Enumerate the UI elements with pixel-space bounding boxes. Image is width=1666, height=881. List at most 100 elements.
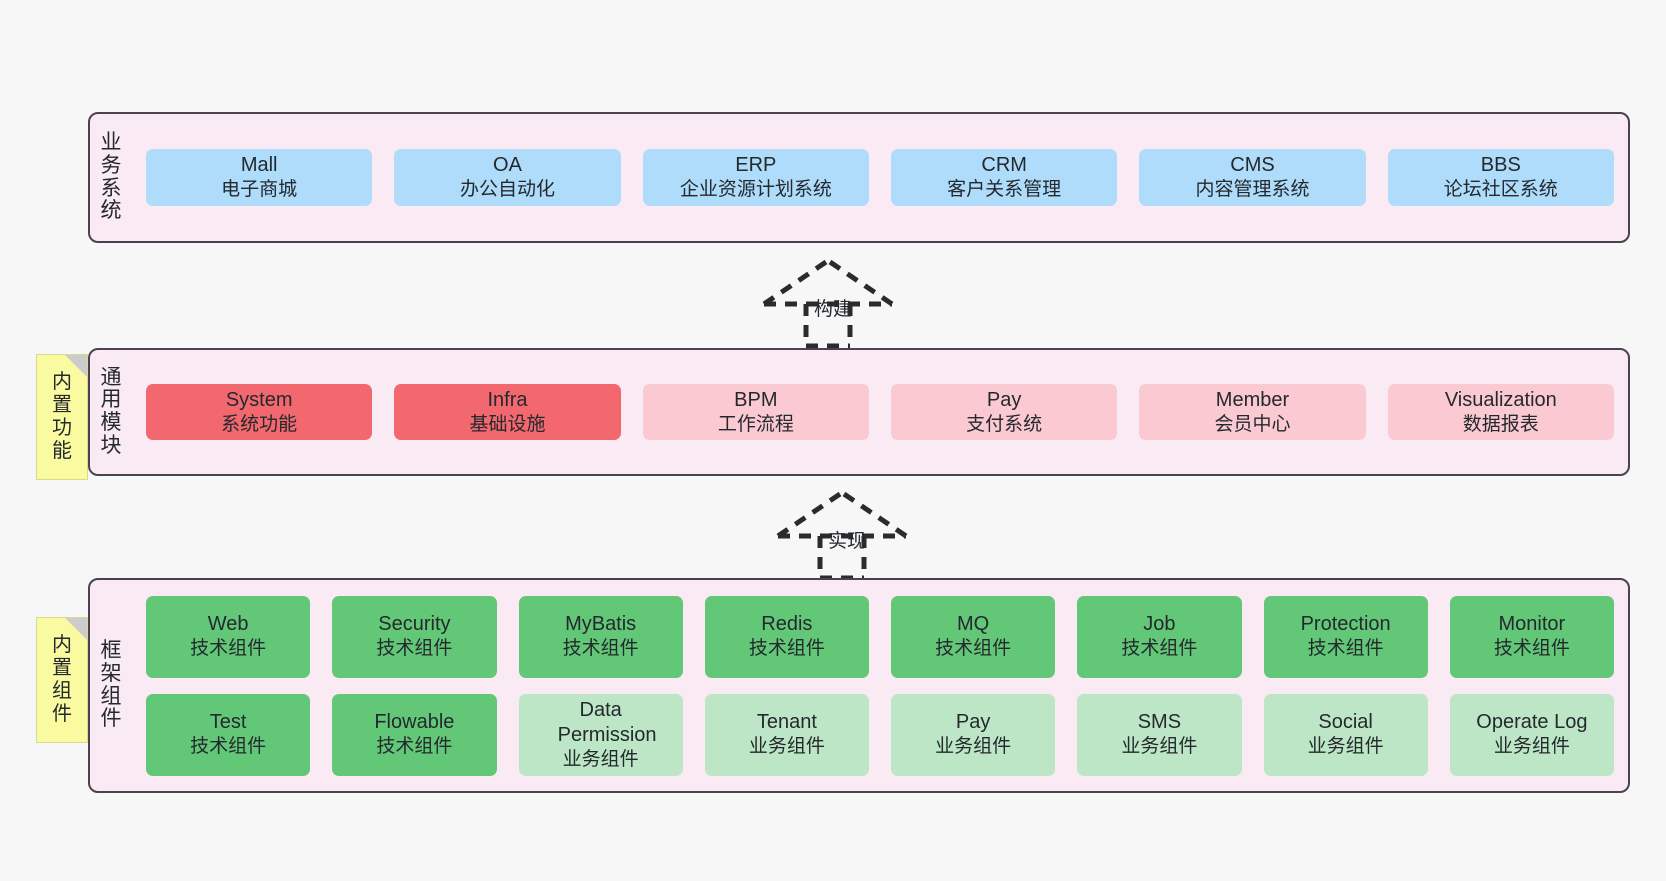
node-tenant[interactable]: Tenant 业务组件 xyxy=(704,693,869,776)
node-pay-module[interactable]: Pay 支付系统 xyxy=(890,383,1118,441)
layer-body-framework: Web 技术组件 Security 技术组件 MyBatis 技术组件 Redi… xyxy=(132,580,1628,791)
layer-framework-component: 框 架 组 件 Web 技术组件 Security 技术组件 MyBatis 技… xyxy=(88,578,1630,793)
node-subtitle: 企业资源计划系统 xyxy=(679,179,832,201)
node-subtitle: 基础设施 xyxy=(469,413,546,435)
node-subtitle: 客户关系管理 xyxy=(947,179,1062,201)
node-title: Infra xyxy=(487,388,528,411)
node-title: ERP xyxy=(735,154,777,177)
note-builtin-function: 内 置 功 能 xyxy=(36,354,88,480)
node-redis[interactable]: Redis 技术组件 xyxy=(704,595,869,678)
node-subtitle: 技术组件 xyxy=(190,638,267,660)
node-pay-component[interactable]: Pay 业务组件 xyxy=(891,693,1056,776)
node-infra[interactable]: Infra 基础设施 xyxy=(394,383,621,441)
business-node-row: Mall 电子商城 OA 办公自动化 ERP 企业资源计划系统 CRM 客户关系… xyxy=(146,149,1614,206)
node-system[interactable]: System 系统功能 xyxy=(146,383,373,441)
node-subtitle: 论坛社区系统 xyxy=(1443,179,1558,201)
node-job[interactable]: Job 技术组件 xyxy=(1077,595,1242,678)
module-node-row: System 系统功能 Infra 基础设施 BPM 工作流程 Pay 支付系统… xyxy=(146,383,1614,441)
node-subtitle: 会员中心 xyxy=(1214,413,1291,435)
layer-body-module: System 系统功能 Infra 基础设施 BPM 工作流程 Pay 支付系统… xyxy=(132,350,1628,474)
node-subtitle: 技术组件 xyxy=(190,736,267,758)
node-subtitle: 业务组件 xyxy=(748,736,825,758)
node-title: Data Permission xyxy=(557,698,657,746)
node-flowable[interactable]: Flowable 技术组件 xyxy=(332,693,497,776)
layer-title-business: 业 务 系 统 xyxy=(100,131,122,223)
node-operate-log[interactable]: Operate Log 业务组件 xyxy=(1449,693,1614,776)
node-title: Web xyxy=(207,613,249,636)
node-data-permission[interactable]: Data Permission 业务组件 xyxy=(518,693,683,776)
node-mybatis[interactable]: MyBatis 技术组件 xyxy=(518,595,683,678)
node-title: Pay xyxy=(986,388,1022,411)
node-member[interactable]: Member 会员中心 xyxy=(1139,383,1366,441)
node-erp[interactable]: ERP 企业资源计划系统 xyxy=(642,149,869,206)
connector-implement: 实现 xyxy=(772,490,922,580)
node-mq[interactable]: MQ 技术组件 xyxy=(891,595,1056,678)
node-title: Mall xyxy=(240,154,278,177)
node-title: Flowable xyxy=(374,711,455,734)
node-subtitle: 支付系统 xyxy=(966,413,1043,435)
node-title: Pay xyxy=(955,711,991,734)
node-title: Redis xyxy=(761,613,813,636)
layer-title-module: 通 用 模 块 xyxy=(100,365,122,457)
layer-common-module: 通 用 模 块 System 系统功能 Infra 基础设施 BPM 工作流程 xyxy=(88,348,1630,476)
note-builtin-component: 内 置 组 件 xyxy=(36,617,88,743)
node-test[interactable]: Test 技术组件 xyxy=(146,693,311,776)
generalization-arrow-icon xyxy=(762,259,894,348)
node-subtitle: 业务组件 xyxy=(935,736,1012,758)
node-subtitle: 业务组件 xyxy=(1493,736,1570,758)
node-title: CRM xyxy=(981,154,1027,177)
node-subtitle: 技术组件 xyxy=(376,736,453,758)
node-security[interactable]: Security 技术组件 xyxy=(332,595,497,678)
node-subtitle: 技术组件 xyxy=(1121,638,1198,660)
node-social[interactable]: Social 业务组件 xyxy=(1263,693,1428,776)
node-oa[interactable]: OA 办公自动化 xyxy=(394,149,621,206)
node-title: Visualization xyxy=(1444,388,1557,411)
node-crm[interactable]: CRM 客户关系管理 xyxy=(890,149,1118,206)
node-title: CMS xyxy=(1230,154,1275,177)
node-title: Protection xyxy=(1300,613,1391,636)
node-bpm[interactable]: BPM 工作流程 xyxy=(642,383,869,441)
node-title: Member xyxy=(1215,388,1290,411)
node-subtitle: 内容管理系统 xyxy=(1195,179,1310,201)
node-bbs[interactable]: BBS 论坛社区系统 xyxy=(1387,149,1614,206)
node-subtitle: 技术组件 xyxy=(1307,638,1384,660)
node-title: Social xyxy=(1318,711,1373,734)
layer-title-framework: 框 架 组 件 xyxy=(100,639,122,731)
node-title: BBS xyxy=(1480,154,1521,177)
node-title: Tenant xyxy=(756,711,817,734)
layer-business-system: 业 务 系 统 Mall 电子商城 OA 办公自动化 ERP 企业资源计划系统 xyxy=(88,112,1630,243)
node-subtitle: 工作流程 xyxy=(717,413,794,435)
node-monitor[interactable]: Monitor 技术组件 xyxy=(1449,595,1614,678)
node-title: Operate Log xyxy=(1476,711,1588,734)
node-protection[interactable]: Protection 技术组件 xyxy=(1263,595,1428,678)
node-sms[interactable]: SMS 业务组件 xyxy=(1077,693,1242,776)
node-title: Monitor xyxy=(1498,613,1566,636)
node-subtitle: 数据报表 xyxy=(1462,413,1539,435)
node-subtitle: 技术组件 xyxy=(748,638,825,660)
note-fold-icon xyxy=(65,355,87,377)
node-subtitle: 业务组件 xyxy=(1121,736,1198,758)
node-mall[interactable]: Mall 电子商城 xyxy=(146,149,373,206)
connector-implement-label: 实现 xyxy=(828,531,867,552)
node-subtitle: 技术组件 xyxy=(935,638,1012,660)
node-subtitle: 技术组件 xyxy=(1493,638,1570,660)
connector-build: 构建 xyxy=(758,258,908,348)
node-cms[interactable]: CMS 内容管理系统 xyxy=(1139,149,1366,206)
node-subtitle: 业务组件 xyxy=(1307,736,1384,758)
node-subtitle: 办公自动化 xyxy=(459,179,555,201)
node-title: MQ xyxy=(957,613,990,636)
node-title: BPM xyxy=(734,388,778,411)
node-title: Test xyxy=(209,711,247,734)
node-title: Job xyxy=(1143,613,1176,636)
node-title: Security xyxy=(378,613,451,636)
node-subtitle: 技术组件 xyxy=(562,638,639,660)
node-web[interactable]: Web 技术组件 xyxy=(146,595,311,678)
node-visualization[interactable]: Visualization 数据报表 xyxy=(1387,383,1614,441)
node-subtitle: 技术组件 xyxy=(376,638,453,660)
note-fold-icon xyxy=(65,618,87,640)
node-subtitle: 电子商城 xyxy=(221,179,298,201)
node-title: MyBatis xyxy=(565,613,637,636)
framework-row-1: Web 技术组件 Security 技术组件 MyBatis 技术组件 Redi… xyxy=(146,595,1614,678)
node-title: SMS xyxy=(1137,711,1182,734)
framework-row-2: Test 技术组件 Flowable 技术组件 Data Permission … xyxy=(146,693,1614,776)
